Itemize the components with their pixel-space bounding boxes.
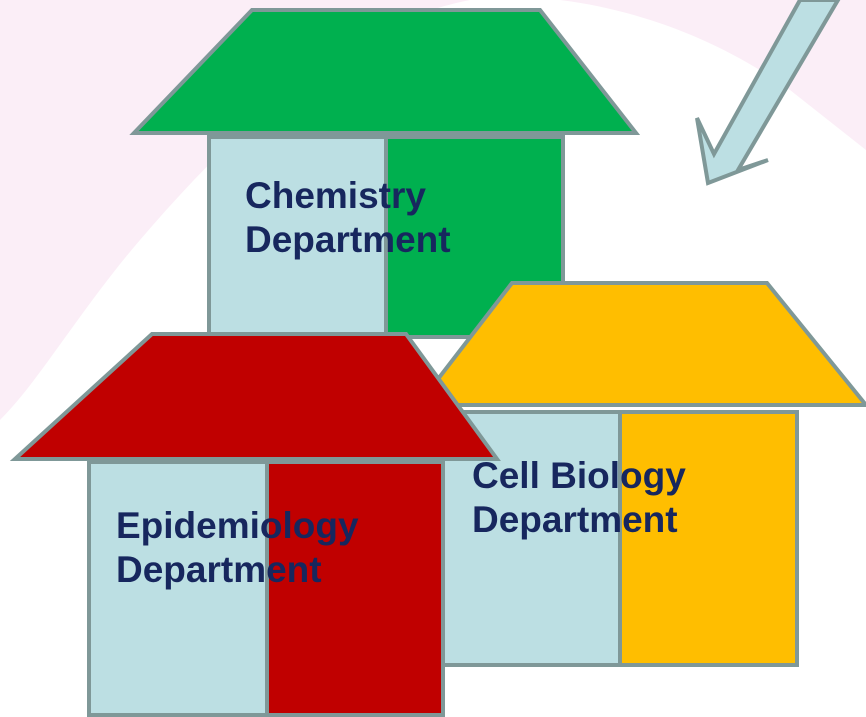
building-cell-biology: [413, 281, 866, 667]
building-epidemiology: [9, 332, 501, 717]
chemistry-department-label: Chemistry Department: [245, 174, 451, 262]
chemistry-label-line2: Department: [245, 219, 451, 260]
decorative-swoosh: [0, 0, 470, 420]
wall-cell-biology-accent: [618, 410, 799, 667]
roof-cell-biology: [413, 281, 866, 407]
wall-epidemiology-light: [87, 460, 269, 717]
chemistry-label-line1: Chemistry: [245, 175, 426, 216]
cell-biology-label-line2: Department: [472, 499, 678, 540]
wall-epidemiology-accent: [265, 460, 445, 717]
roof-epidemiology: [9, 332, 501, 461]
roof-chemistry: [129, 8, 641, 135]
cell-biology-label-line1: Cell Biology: [472, 455, 686, 496]
diagonal-arrow-icon: [695, 0, 841, 186]
epidemiology-department-label: Epidemiology Department: [116, 504, 359, 592]
wall-chemistry-light: [207, 135, 388, 339]
epidemiology-label-line2: Department: [116, 549, 322, 590]
cell-biology-department-label: Cell Biology Department: [472, 454, 686, 542]
epidemiology-label-line1: Epidemiology: [116, 505, 359, 546]
